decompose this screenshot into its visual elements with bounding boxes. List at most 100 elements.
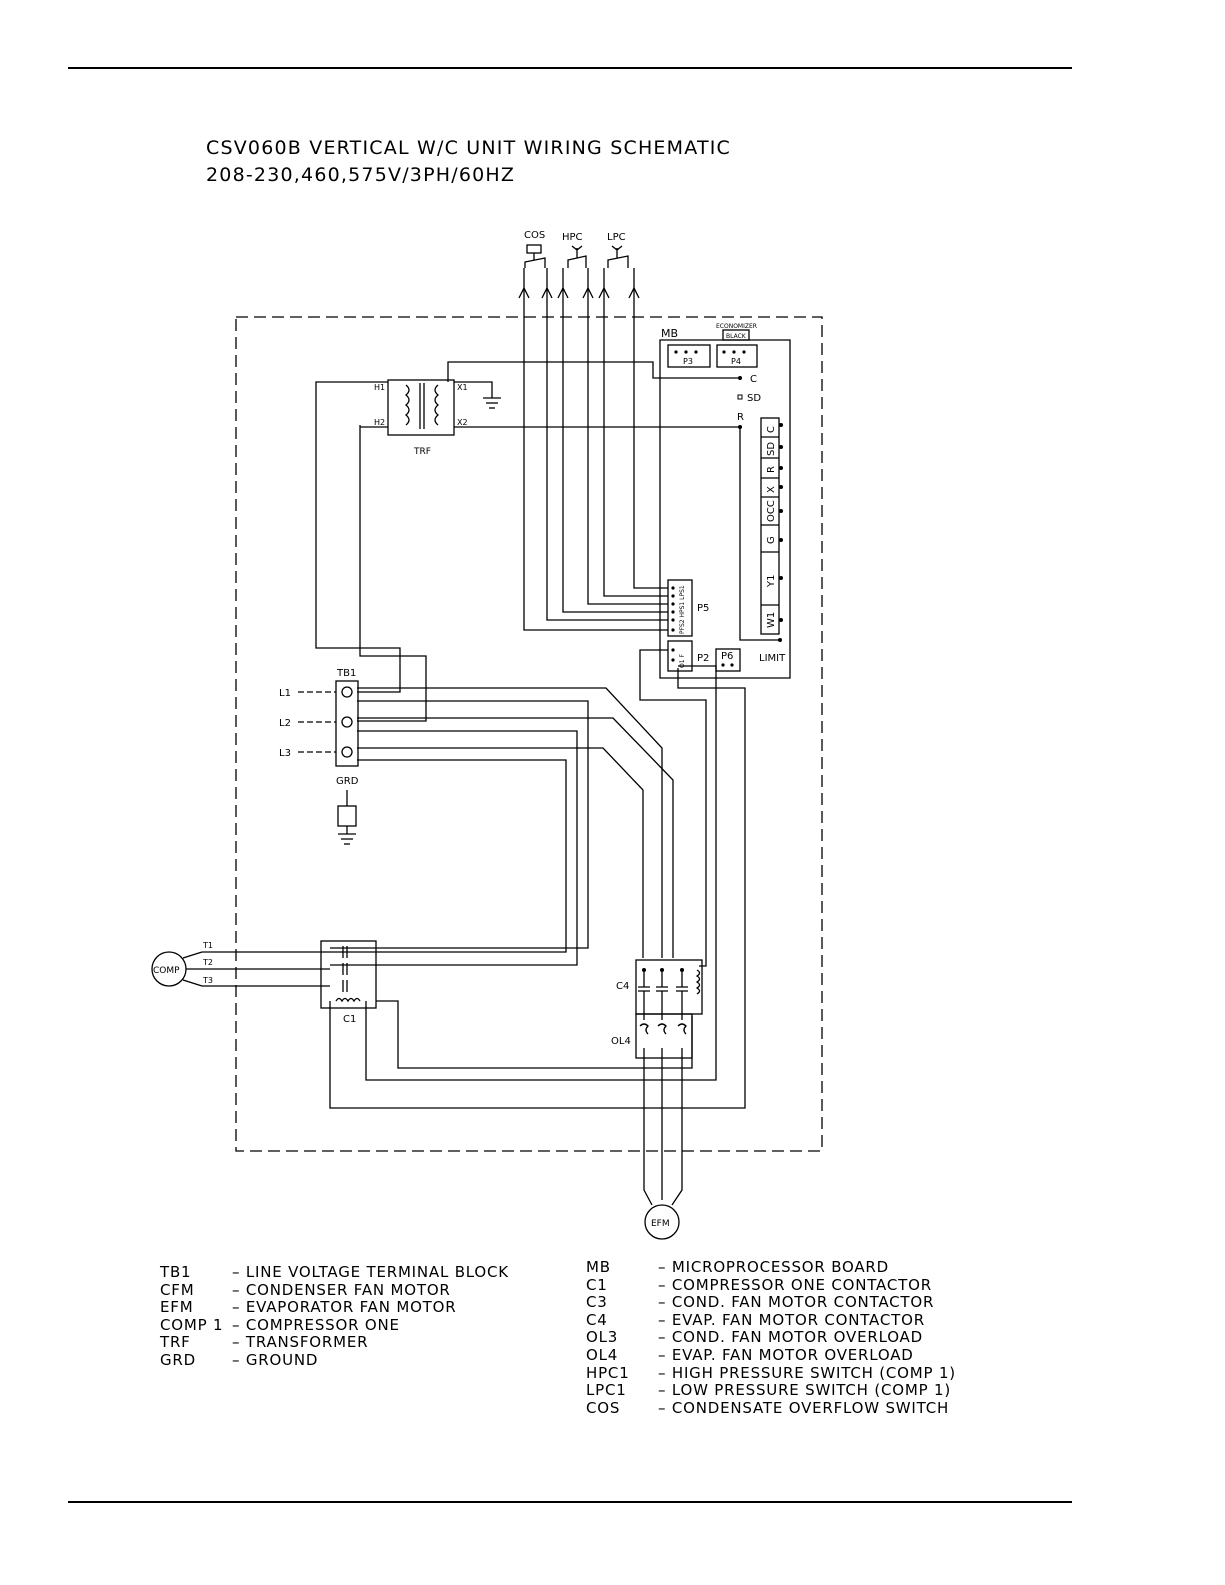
legend-row: COMP 1– COMPRESSOR ONE <box>160 1315 540 1335</box>
efm-motor <box>644 1204 680 1240</box>
legend-row: COS – CONDENSATE OVERFLOW SWITCH <box>586 1398 1006 1418</box>
term-y1-label: Y1 <box>766 575 777 588</box>
legend-code: GRD <box>160 1350 196 1369</box>
term-sd-label: SD <box>766 442 777 456</box>
legend-description: – GROUND <box>232 1350 319 1369</box>
term-c-label: C <box>766 426 777 433</box>
legend-code: OL3 <box>586 1328 619 1347</box>
h2-label: H2 <box>374 418 385 427</box>
economizer-black-box <box>722 329 750 341</box>
ol4-label: OL4 <box>611 1036 631 1047</box>
tb1-terminal-block <box>335 680 359 767</box>
legend-row: C4– EVAP. FAN MOTOR CONTACTOR <box>586 1310 1006 1330</box>
p5-label: P5 <box>697 603 709 614</box>
h1-label: H1 <box>374 383 385 392</box>
p4-label: P4 <box>731 357 741 366</box>
t1-label: T1 <box>202 941 213 950</box>
bottom-rule <box>68 1501 1072 1503</box>
transformer <box>387 379 455 436</box>
legend-row: OL3– COND. FAN MOTOR OVERLOAD <box>586 1329 1006 1347</box>
p2-connector <box>667 640 693 672</box>
tb1-label: TB1 <box>336 668 356 679</box>
legend-right: MB – MICROPROCESSOR BOARD C1 – COMPRESSOR O… <box>586 1258 1006 1418</box>
p5-connector <box>667 579 693 637</box>
grd-label: GRD <box>336 776 359 787</box>
legend-description: – EVAP. FAN MOTOR CONTACTOR <box>658 1310 925 1329</box>
legend-description: – LINE VOLTAGE TERMINAL BLOCK <box>232 1263 509 1281</box>
top-rule <box>68 67 1072 69</box>
schematic-title: CSV060B VERTICAL W/C UNIT WIRING SCHEMAT… <box>206 137 732 159</box>
c4-label: C4 <box>616 981 629 992</box>
p6-label: P6 <box>721 651 733 662</box>
p4-connector <box>716 344 758 368</box>
ol4-overload <box>635 1013 693 1059</box>
p2-pins-label: O1 F <box>679 654 686 668</box>
legend-row: C1 – COMPRESSOR ONE CONTACTOR <box>586 1275 1006 1295</box>
legend-row: CFM – CONDENSER FAN MOTOR <box>160 1280 540 1300</box>
term-g-label: G <box>766 536 777 544</box>
p6-connector <box>715 648 741 672</box>
legend-row: OL4 – EVAP. FAN MOTOR OVERLOAD <box>586 1345 1006 1365</box>
x1-label: X1 <box>457 383 468 392</box>
grd-block <box>337 805 357 827</box>
l1-label: L1 <box>279 688 291 699</box>
l3-label: L3 <box>279 748 291 759</box>
term-w1-label: W1 <box>766 612 777 628</box>
c1-label: C1 <box>343 1014 356 1025</box>
legend-row: GRD – GROUND <box>160 1350 540 1370</box>
p2-label: P2 <box>697 653 709 664</box>
legend-row: LPC1 – LOW PRESSURE SWITCH (COMP 1) <box>586 1382 1006 1400</box>
legend-description: – TRANSFORMER <box>232 1333 369 1352</box>
legend-description: – EVAPORATOR FAN MOTOR <box>232 1298 457 1317</box>
p3-connector <box>667 344 711 368</box>
t2-label: T2 <box>202 958 213 967</box>
legend-row: TRF – TRANSFORMER <box>160 1334 540 1352</box>
mb-r-label: R <box>737 412 744 423</box>
legend-description: – CONDENSATE OVERFLOW SWITCH <box>658 1398 950 1417</box>
terminal-strip <box>760 417 780 635</box>
x2-label: X2 <box>457 418 468 427</box>
legend-code: C1 <box>586 1275 608 1294</box>
mb-sd-label: SD <box>747 393 761 404</box>
p5-pins-label: PFS2 HPS1 LPS1 <box>679 585 686 634</box>
legend-left: TB1 – LINE VOLTAGE TERMINAL BLOCK CFM – CON… <box>160 1263 540 1370</box>
legend-row: TB1 – LINE VOLTAGE TERMINAL BLOCK <box>160 1263 540 1282</box>
limit-label: LIMIT <box>759 653 786 664</box>
cos-switch-body <box>526 244 542 254</box>
legend-description: – HIGH PRESSURE SWITCH (COMP 1) <box>658 1363 956 1382</box>
term-occ-label: OCC <box>766 500 777 522</box>
legend-code: COS <box>586 1398 621 1417</box>
legend-row: MB – MICROPROCESSOR BOARD <box>586 1258 1006 1277</box>
mb-c-label: C <box>750 374 757 385</box>
lpc-label: LPC <box>607 232 626 243</box>
legend-code: C3 <box>586 1293 608 1312</box>
legend-description: – EVAP. FAN MOTOR OVERLOAD <box>658 1345 914 1364</box>
legend-row: EFM – EVAPORATOR FAN MOTOR <box>160 1299 540 1317</box>
legend-code: TB1 <box>160 1263 192 1281</box>
comp-label: COMP <box>153 966 180 976</box>
cos-label: COS <box>524 230 545 241</box>
legend-row: HPC1– HIGH PRESSURE SWITCH (COMP 1) <box>586 1363 1006 1383</box>
p3-label: P3 <box>683 357 693 366</box>
legend-code: MB <box>586 1258 611 1276</box>
schematic-subtitle: 208-230,460,575V/3PH/60HZ <box>206 164 516 186</box>
black-label: BLACK <box>726 333 747 340</box>
legend-code: OL4 <box>586 1345 619 1364</box>
legend-code: COMP 1 <box>160 1315 224 1334</box>
l2-label: L2 <box>279 718 291 729</box>
legend-code: LPC1 <box>586 1381 627 1400</box>
c1-contactor <box>320 940 377 1009</box>
legend-code: CFM <box>160 1280 195 1299</box>
legend-description: – COND. FAN MOTOR CONTACTOR <box>658 1293 935 1312</box>
legend-description: – COMPRESSOR ONE CONTACTOR <box>658 1275 932 1294</box>
term-r-label: R <box>766 466 777 473</box>
legend-description: – LOW PRESSURE SWITCH (COMP 1) <box>658 1381 951 1400</box>
legend-row: C3 – COND. FAN MOTOR CONTACTOR <box>586 1294 1006 1312</box>
legend-description: – CONDENSER FAN MOTOR <box>232 1280 451 1299</box>
legend-description: – MICROPROCESSOR BOARD <box>658 1258 890 1276</box>
t3-label: T3 <box>202 976 213 985</box>
legend-code: TRF <box>160 1333 191 1352</box>
efm-label: EFM <box>651 1219 670 1229</box>
legend-code: EFM <box>160 1298 194 1317</box>
hpc-label: HPC <box>562 232 583 243</box>
